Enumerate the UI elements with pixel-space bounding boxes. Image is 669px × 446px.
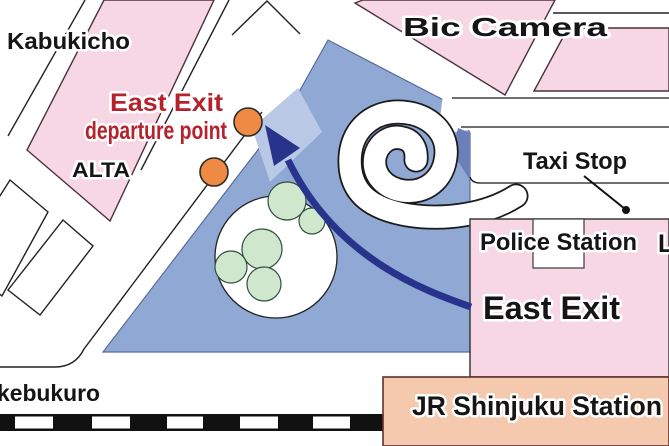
tree-icon <box>214 181 326 302</box>
police-box-notch <box>532 218 585 269</box>
road-corner-building-outline <box>231 0 301 36</box>
bic-camera-building <box>353 0 556 96</box>
plaza-crossing-area <box>252 88 322 182</box>
road-edges-right <box>452 97 669 184</box>
taxi-stop-pointer <box>583 175 630 214</box>
label-east-exit: East Exit <box>483 290 620 326</box>
label-police-station: Police Station <box>480 229 637 256</box>
label-jr-shinjuku-station: JR Shinjuku Station <box>412 391 662 421</box>
departure-marker-icon <box>199 157 229 187</box>
alta-building <box>26 0 215 223</box>
jr-shinjuku-station-building <box>382 376 669 446</box>
road-edge <box>7 0 86 137</box>
label-taxi-stop: Taxi Stop <box>523 148 627 175</box>
label-departure-line2: departure point <box>85 117 228 145</box>
departure-marker-icon <box>233 107 263 137</box>
city-block <box>0 178 49 298</box>
route-arrow-icon <box>265 125 473 311</box>
label-alta: ALTA <box>72 159 130 182</box>
kabukicho-street-grid <box>0 0 301 368</box>
label-departure-line1: East Exit <box>110 89 224 117</box>
road-edge <box>140 0 230 171</box>
label-bic-camera: Bic Camera <box>403 12 608 42</box>
label-kabukicho: Kabukicho <box>7 28 130 54</box>
label-right-edge-fragment: L <box>658 230 669 258</box>
rotary-spiral-road-icon <box>337 99 529 230</box>
northeast-building <box>532 27 669 92</box>
label-ikebukuro-partial: kebukuro <box>0 380 100 406</box>
railway-line <box>0 414 392 431</box>
road-edge-curve <box>0 111 263 368</box>
city-block <box>7 218 94 316</box>
arrowhead <box>265 125 300 166</box>
